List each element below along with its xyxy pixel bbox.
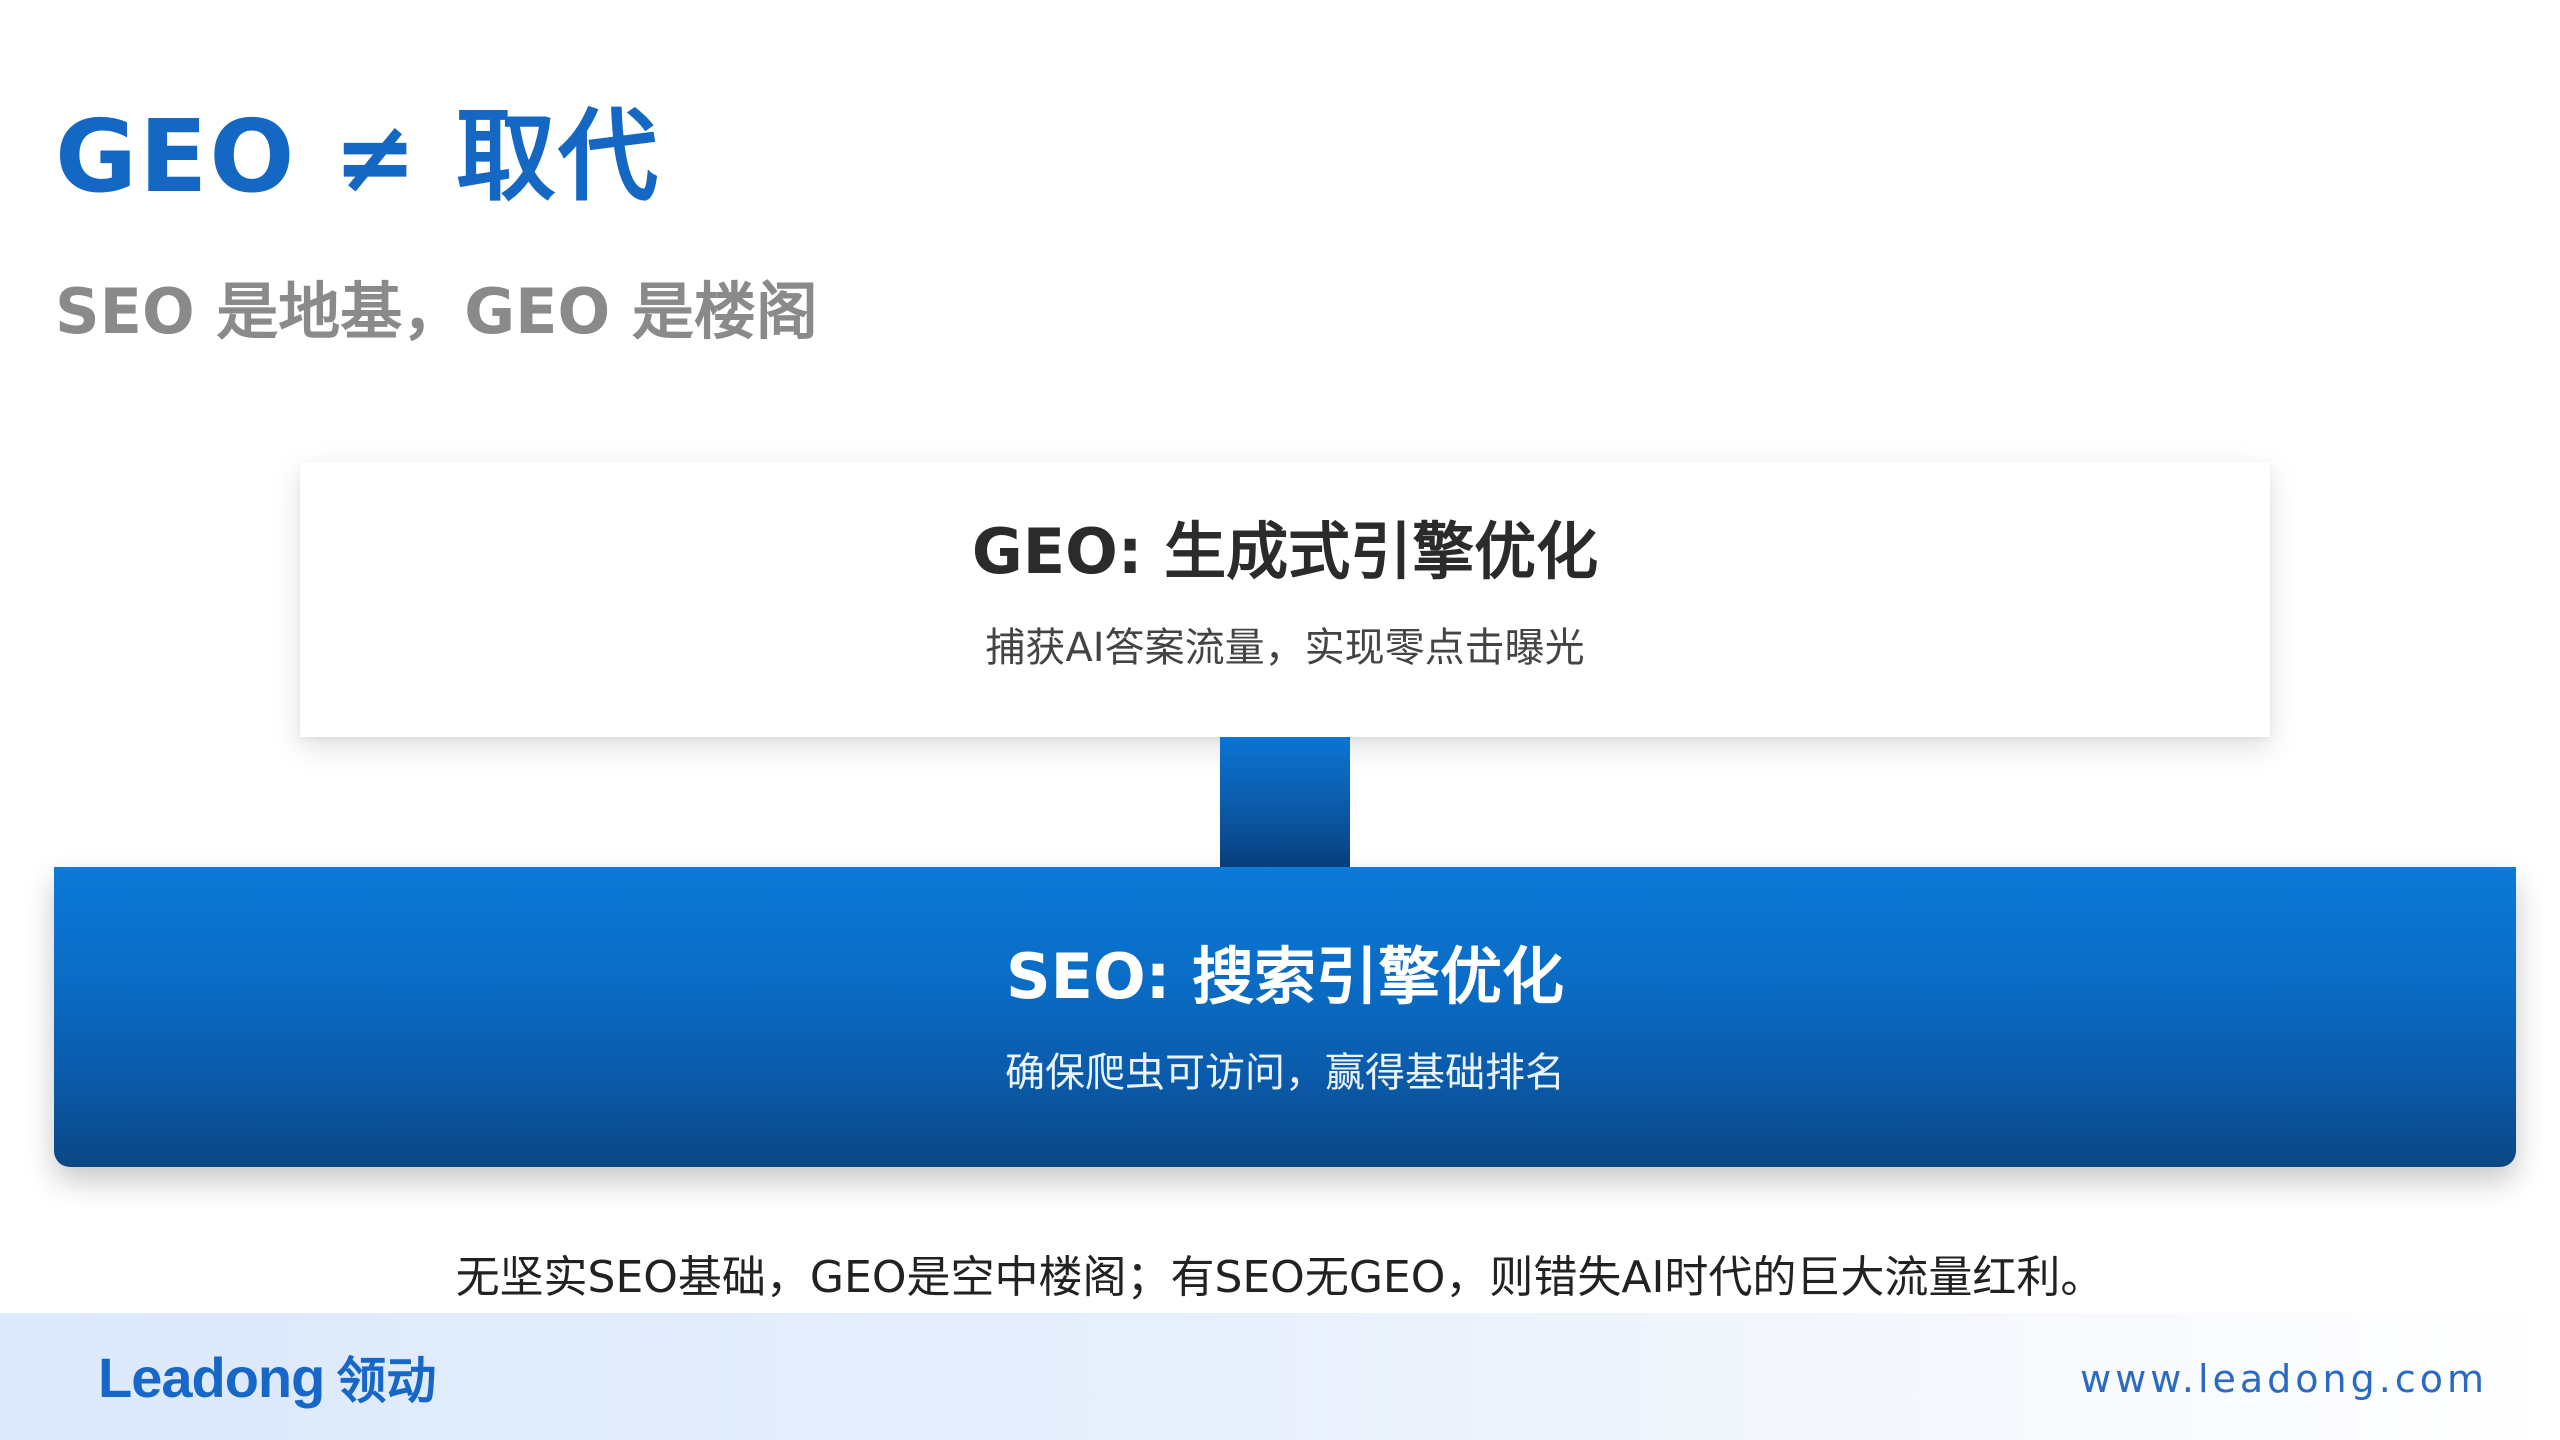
page-title: GEO ≠ 取代 [55, 98, 660, 215]
geo-card-title: GEO: 生成式引擎优化 [971, 515, 1599, 588]
logo-wordmark-cn: 领动 [336, 1352, 437, 1410]
seo-card: SEO: 搜索引擎优化 确保爬虫可访问，赢得基础排名 [54, 867, 2516, 1167]
geo-card: GEO: 生成式引擎优化 捕获AI答案流量，实现零点击曝光 [300, 462, 2270, 737]
page-subtitle: SEO 是地基，GEO 是楼阁 [55, 275, 818, 348]
conclusion-text: 无坚实SEO基础，GEO是空中楼阁；有SEO无GEO，则错失AI时代的巨大流量红… [455, 1252, 2105, 1303]
website-url: www.leadong.com [2080, 1357, 2488, 1401]
leadong-logo: Leadong 领动 [98, 1342, 436, 1412]
seo-card-title: SEO: 搜索引擎优化 [1005, 940, 1565, 1013]
connector-pillar [1220, 737, 1350, 867]
geo-card-description: 捕获AI答案流量，实现零点击曝光 [985, 625, 1585, 671]
logo-wordmark-en: Leadong [98, 1345, 325, 1409]
seo-card-description: 确保爬虫可访问，赢得基础排名 [1005, 1050, 1565, 1096]
footer-bar [0, 1313, 2560, 1440]
